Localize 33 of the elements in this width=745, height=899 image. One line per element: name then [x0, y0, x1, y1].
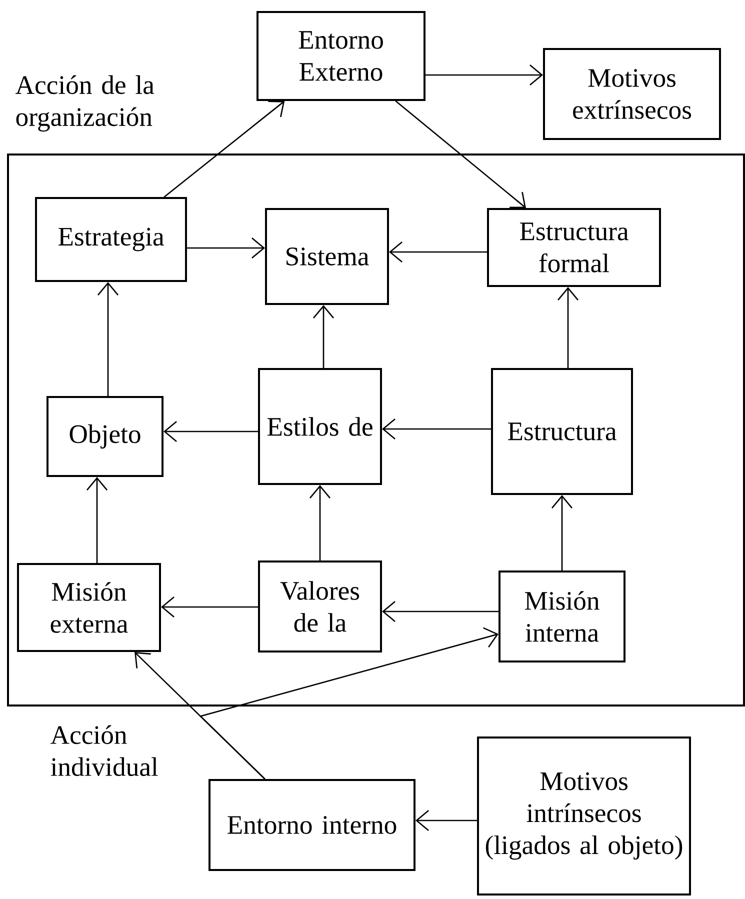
annotation-text: Acción de la organización: [16, 75, 154, 132]
arrow: [312, 305, 334, 368]
concept-box: Valores de la: [258, 560, 382, 652]
arrow: [187, 238, 265, 259]
arrow: [164, 421, 258, 442]
arrow: [161, 596, 258, 618]
arrow: [382, 601, 498, 622]
concept-box: Objeto: [46, 396, 164, 477]
arrow: [416, 810, 477, 832]
concept-box: Motivos extrínsecos: [543, 48, 721, 140]
arrow: [86, 477, 108, 563]
arrow: [199, 627, 498, 780]
concept-box: Misión externa: [17, 563, 161, 652]
frame: [7, 154, 745, 706]
arrow: [389, 242, 487, 263]
concept-box: Estructura: [491, 368, 633, 495]
concept-box: Estilos de: [258, 368, 382, 485]
concept-box: Entorno Externo: [256, 11, 426, 101]
arrow: [557, 287, 579, 368]
arrow: [382, 418, 491, 440]
concept-box: Entorno interno: [208, 779, 416, 871]
arrow: [426, 64, 543, 86]
arrow: [97, 282, 119, 396]
concept-box: Misión interna: [498, 570, 626, 662]
concept-box: Estrategia: [35, 197, 187, 282]
arrow: [551, 495, 572, 570]
concept-box: Sistema: [265, 208, 389, 305]
concept-box: Motivos intrínsecos (ligados al objeto): [477, 736, 691, 896]
arrow: [309, 485, 331, 560]
arrow: [395, 100, 526, 208]
concept-box: Estructura formal: [487, 208, 661, 287]
arrow: [164, 100, 285, 198]
annotation-text: Acción individual: [50, 725, 158, 776]
